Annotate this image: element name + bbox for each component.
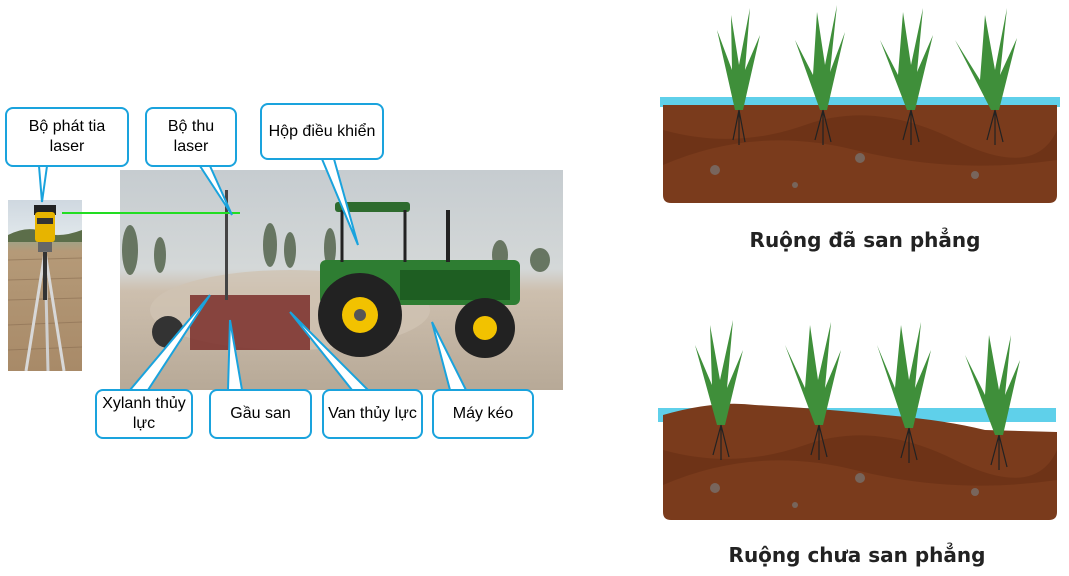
leveled-rice-plants xyxy=(717,5,1017,110)
unleveled-rice-plants xyxy=(695,320,1020,435)
leveled-field-illustration xyxy=(660,5,1060,203)
callout-tractor: Máy kéo xyxy=(432,389,534,439)
tractor-photo xyxy=(120,170,563,390)
laser-tripod-photo xyxy=(8,200,82,371)
unleveled-field-illustration xyxy=(658,320,1057,520)
callout-control-box: Hộp điều khiển xyxy=(260,103,384,160)
callout-laser-emitter: Bộ phát tia laser xyxy=(5,107,129,167)
tractor-scene xyxy=(122,190,550,358)
callout-scraper: Gầu san xyxy=(209,389,312,439)
leveled-field-caption: Ruộng đã san phẳng xyxy=(749,228,981,252)
tripod-graphic xyxy=(8,205,82,371)
callout-hydraulic-cylinder: Xylanh thủy lực xyxy=(95,389,193,439)
callout-laser-receiver: Bộ thu laser xyxy=(145,107,237,167)
callout-hydraulic-valve: Van thủy lực xyxy=(322,389,423,439)
unleveled-field-caption: Ruộng chưa san phẳng xyxy=(728,543,986,567)
